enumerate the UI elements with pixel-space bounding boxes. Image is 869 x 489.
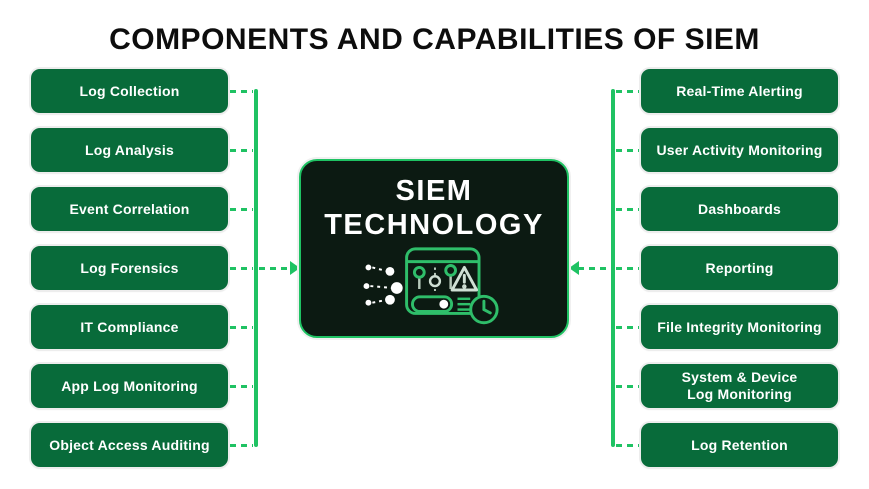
- data-flow-dots: [363, 264, 403, 307]
- left-dash-4: [230, 266, 253, 270]
- center-title-line2: TECHNOLOGY: [324, 209, 544, 242]
- component-box-object-access-auditing: Object Access Auditing: [31, 423, 228, 467]
- list-lines-icon: [457, 298, 471, 312]
- right-connector-line: [611, 89, 615, 447]
- right-dash-1: [616, 89, 639, 93]
- left-dash-2: [230, 148, 253, 152]
- right-dash-2: [616, 148, 639, 152]
- clock-icon: [469, 295, 499, 325]
- component-box-it-compliance: IT Compliance: [31, 305, 228, 349]
- left-dash-3: [230, 207, 253, 211]
- toggle-switch-icon: [411, 295, 454, 314]
- capability-box-system-device-log-monitoring: System & Device Log Monitoring: [641, 364, 838, 408]
- right-arrow-dash: [578, 266, 610, 270]
- component-box-app-log-monitoring: App Log Monitoring: [31, 364, 228, 408]
- siem-control-panel-icon: [363, 247, 499, 325]
- warning-triangle-icon: [450, 266, 479, 292]
- capability-box-real-time-alerting: Real-Time Alerting: [641, 69, 838, 113]
- control-panel-icon: [405, 247, 499, 325]
- center-siem-technology-box: SIEM TECHNOLOGY: [299, 159, 569, 338]
- center-title-line1: SIEM: [395, 175, 473, 207]
- right-dash-7: [616, 443, 639, 447]
- component-box-log-collection: Log Collection: [31, 69, 228, 113]
- arrow-left-icon: [569, 261, 579, 275]
- component-box-log-forensics: Log Forensics: [31, 246, 228, 290]
- right-dash-4: [616, 266, 639, 270]
- left-connector-line: [254, 89, 258, 447]
- arrow-right-icon: [290, 261, 300, 275]
- left-dash-7: [230, 443, 253, 447]
- left-arrow-dash: [259, 266, 291, 270]
- capability-box-log-retention: Log Retention: [641, 423, 838, 467]
- right-dash-5: [616, 325, 639, 329]
- component-box-event-correlation: Event Correlation: [31, 187, 228, 231]
- right-column: Real-Time Alerting User Activity Monitor…: [641, 69, 838, 467]
- page-title: COMPONENTS AND CAPABILITIES OF SIEM: [109, 23, 760, 56]
- left-dash-1: [230, 89, 253, 93]
- left-dash-6: [230, 384, 253, 388]
- right-dash-6: [616, 384, 639, 388]
- capability-box-file-integrity-monitoring: File Integrity Monitoring: [641, 305, 838, 349]
- data-flow-icon: [370, 266, 393, 305]
- capability-box-dashboards: Dashboards: [641, 187, 838, 231]
- capability-box-reporting: Reporting: [641, 246, 838, 290]
- left-dash-5: [230, 325, 253, 329]
- slider-icon: [412, 264, 457, 292]
- component-box-log-analysis: Log Analysis: [31, 128, 228, 172]
- left-column: Log Collection Log Analysis Event Correl…: [31, 69, 228, 467]
- capability-box-user-activity-monitoring: User Activity Monitoring: [641, 128, 838, 172]
- right-dash-3: [616, 207, 639, 211]
